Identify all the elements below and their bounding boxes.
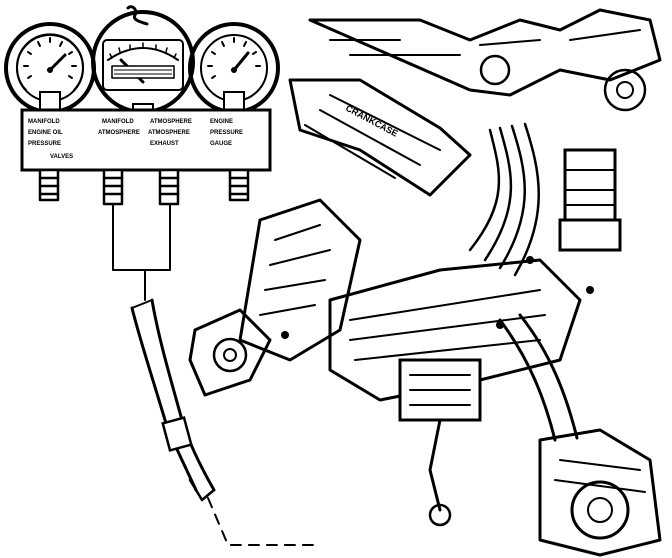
panel-top-label-1: MANIFOLD <box>28 119 60 125</box>
gauge-set: MANIFOLD MANIFOLD ATMOSPHERE ENGINE ENGI… <box>4 5 280 206</box>
panel-row2-label-1: ENGINE OIL <box>28 130 63 136</box>
panel-top-label-2: MANIFOLD <box>102 119 134 125</box>
panel-top-label-4: ENGINE <box>210 119 233 125</box>
center-gauge-icon <box>91 10 195 117</box>
hose-clip-icon <box>126 5 149 26</box>
engine-label: CRANKCASE <box>344 103 399 139</box>
vacuum-hose <box>112 203 321 546</box>
panel-brand-label: VALVES <box>50 154 73 160</box>
panel-row3-label-3: EXHAUST <box>150 141 179 147</box>
panel-top-label-3: ATMOSPHERE <box>150 119 192 125</box>
panel-row3-label-1: PRESSURE <box>28 141 61 147</box>
panel-row3-label-4: GAUGE <box>210 141 232 147</box>
hose-fittings <box>38 168 250 206</box>
panel-row2-label-4: PRESSURE <box>210 130 243 136</box>
left-gauge-icon <box>4 22 96 114</box>
engine-block: CRANKCASE <box>188 8 662 557</box>
right-gauge-icon <box>188 22 280 114</box>
panel-row2-label-3: ATMOSPHERE <box>148 130 190 136</box>
gauge-label-panel: MANIFOLD MANIFOLD ATMOSPHERE ENGINE ENGI… <box>20 108 272 172</box>
panel-row2-label-2: ATMOSPHERE <box>98 130 140 136</box>
